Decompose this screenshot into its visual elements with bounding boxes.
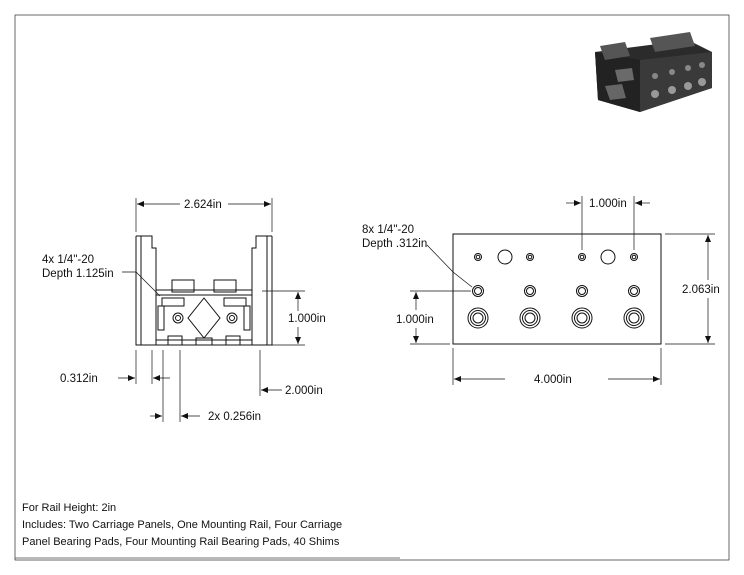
front-spacing-dim: 2x 0.256in bbox=[208, 411, 261, 423]
drawing-notes: For Rail Height: 2in Includes: Two Carri… bbox=[22, 500, 342, 551]
isometric-view bbox=[595, 32, 712, 112]
side-height-dim: 2.063in bbox=[682, 284, 720, 296]
note-rail-height: For Rail Height: 2in bbox=[22, 502, 117, 514]
side-width-dim: 4.000in bbox=[534, 374, 572, 386]
front-view bbox=[135, 235, 273, 346]
front-offset-dim: 0.312in bbox=[60, 373, 98, 385]
side-hole-callout-2: Depth .312in bbox=[362, 238, 427, 250]
side-view-dimensions bbox=[410, 196, 715, 385]
front-rail-dim: 2.000in bbox=[285, 385, 323, 397]
front-width-dim: 2.624in bbox=[184, 199, 222, 211]
front-view-dimensions bbox=[118, 198, 305, 422]
front-height-dim: 1.000in bbox=[288, 313, 326, 325]
note-includes-cont: Panel Bearing Pads, Four Mounting Rail B… bbox=[22, 536, 340, 548]
note-includes: Includes: Two Carriage Panels, One Mount… bbox=[22, 519, 343, 531]
side-top-spacing-dim: 1.000in bbox=[589, 198, 627, 210]
sheet-border bbox=[14, 14, 730, 561]
side-hole-callout-1: 8x 1/4"-20 bbox=[362, 224, 414, 236]
side-view bbox=[452, 233, 662, 345]
front-hole-callout-2: Depth 1.125in bbox=[42, 268, 114, 280]
front-hole-callout-1: 4x 1/4"-20 bbox=[42, 254, 94, 266]
side-left-height-dim: 1.000in bbox=[396, 314, 434, 326]
